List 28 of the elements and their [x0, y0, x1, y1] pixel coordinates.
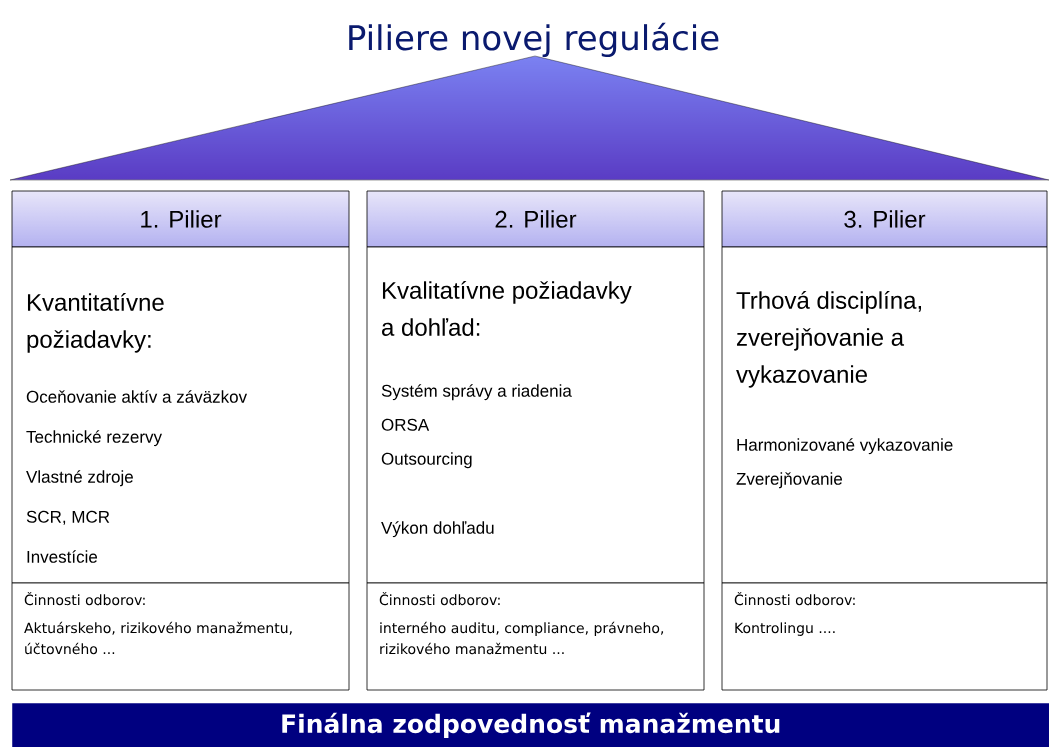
- pillar-header: 3. Pilier: [721, 190, 1048, 248]
- list-item: SCR, MCR: [26, 510, 110, 525]
- list-item: Zverejňovanie: [736, 472, 842, 489]
- activities-label: Činnosti odborov:: [734, 592, 855, 606]
- list-item: Výkon dohľadu: [381, 521, 494, 538]
- pillar-header: 2. Pilier: [366, 190, 705, 248]
- activities-text: Aktuárskeho, rizikového manažmentu, účtovného ...: [24, 621, 292, 655]
- activities-box: [721, 582, 1048, 691]
- list-item: Harmonizované vykazovanie: [737, 438, 953, 455]
- foundation-band: Finálna zodpovednosť manažmentu: [12, 703, 1049, 747]
- activities-text: Kontrolingu ....: [735, 622, 835, 636]
- list-item: Systém správy a riadenia: [381, 384, 572, 401]
- list-item: Oceňovanie aktív a záväzkov: [26, 390, 247, 403]
- activities-text: interného auditu, compliance, právneho, rizikového manažmentu ...: [380, 621, 664, 655]
- list-item: ORSA: [381, 418, 430, 431]
- panel-heading: Trhová disciplína, zverejňovanie a vykazovanie: [736, 291, 921, 388]
- panel-heading: Kvantitatívne požiadavky:: [27, 293, 164, 353]
- pillar-header: 1. Pilier: [11, 190, 350, 248]
- title: Piliere novej regulácie: [349, 22, 719, 58]
- activities-box: [366, 582, 705, 691]
- list-item: Technické rezervy: [26, 430, 162, 447]
- list-item: Vlastné zdroje: [26, 470, 133, 487]
- list-item: Investície: [27, 550, 98, 563]
- list-item: Outsourcing: [381, 452, 472, 469]
- activities-label: Činnosti odborov:: [379, 592, 500, 606]
- activities-box: [11, 582, 350, 691]
- panel-heading: Kvalitatívne požiadavky a dohľad:: [382, 281, 632, 336]
- activities-label: Činnosti odborov:: [24, 592, 145, 606]
